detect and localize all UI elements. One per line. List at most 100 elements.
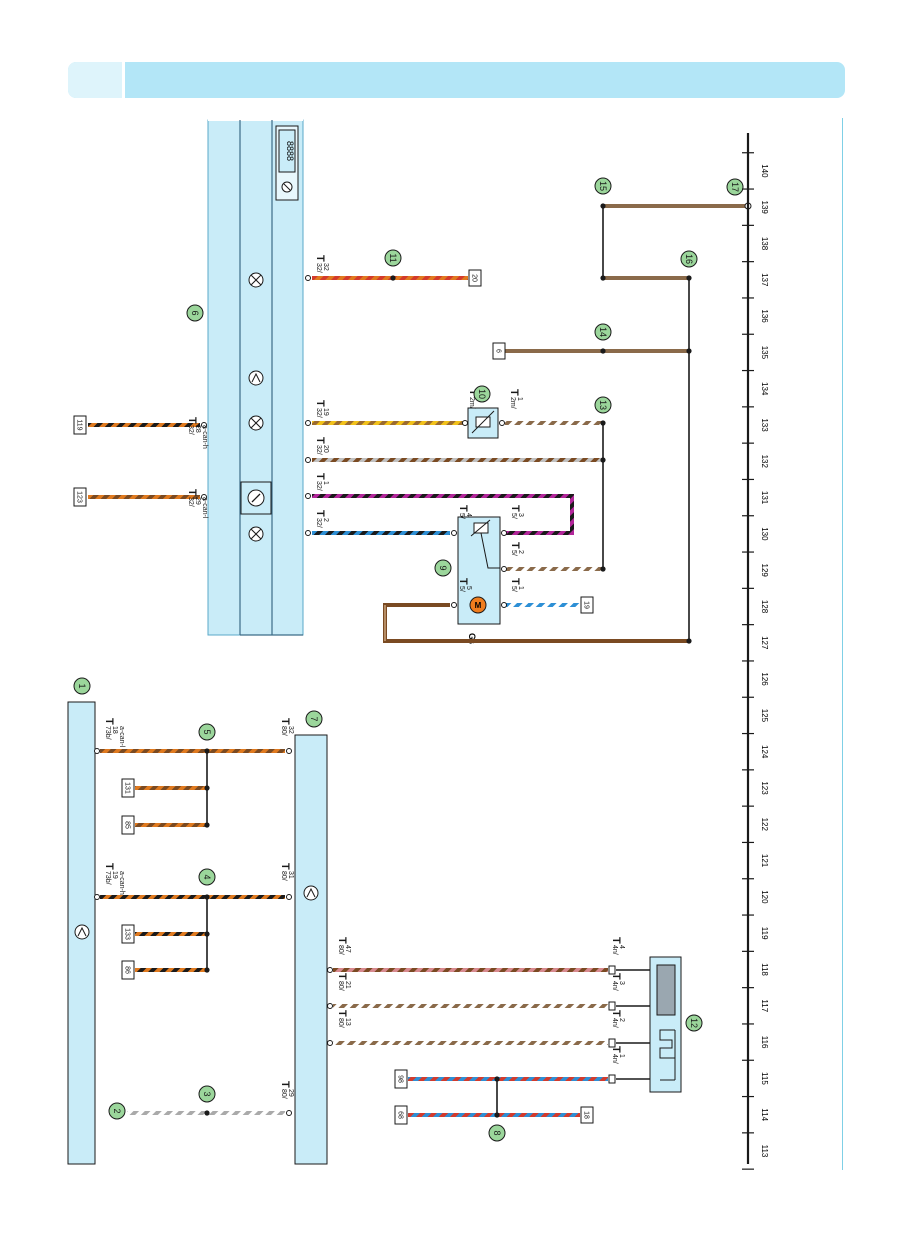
display-digits: 8888 [285,141,295,161]
ruler-label: 123 [760,781,769,795]
svg-text:133: 133 [124,928,131,940]
svg-text:T: T [103,718,115,725]
ruler-label: 140 [760,164,769,178]
callout-11: 11 [384,249,402,267]
callout-7: 7 [305,710,323,728]
pin-label-t73b-19: T 73b/ 19 a-can-h [103,863,125,895]
svg-text:T: T [457,578,469,585]
svg-text:2: 2 [112,1108,122,1113]
svg-text:9: 9 [438,565,448,570]
svg-text:80/: 80/ [337,1018,344,1028]
page-header-tab [68,62,125,98]
reference-boxes: 119 123 20 6 19 131 85 133 86 98 68 18 [73,269,594,1125]
pin-label-t32-1: T 32/ 1 [314,473,329,491]
ruler-label: 138 [760,237,769,251]
callout-17: 17 [726,178,744,196]
svg-text:32/: 32/ [315,445,322,455]
svg-text:123: 123 [76,491,83,503]
ruler-label: 122 [760,818,769,832]
svg-text:86: 86 [124,966,131,974]
ruler-label: 115 [760,1072,769,1085]
svg-text:6: 6 [190,310,200,315]
svg-text:T: T [103,863,115,870]
svg-text:T: T [509,505,521,512]
svg-text:6: 6 [495,349,502,353]
svg-text:5/: 5/ [458,513,465,519]
ruler-label: 125 [760,709,769,723]
svg-text:2: 2 [618,1018,625,1022]
ruler-label: 129 [760,564,769,578]
ruler-label: 121 [760,854,769,868]
pin-label-t80-32: T 80/ 32 [279,718,294,736]
ruler-label: 117 [760,999,769,1012]
pin-label-t5-3: T 5/ 3 [509,505,524,519]
svg-text:32/: 32/ [315,408,322,418]
svg-text:11: 11 [388,253,398,262]
svg-text:13: 13 [598,400,608,410]
reference-box-131: 131 [121,778,135,798]
pin-label-t32-32: T 32/ 32 [314,255,329,273]
svg-text:5/: 5/ [510,586,517,592]
svg-text:73b/: 73b/ [104,726,111,740]
callout-15: 15 [594,177,612,195]
svg-text:T: T [314,255,326,262]
svg-text:a-can-h: a-can-h [201,425,208,449]
svg-text:2m/: 2m/ [509,397,516,409]
control-unit-icon [303,885,319,901]
callout-14: 14 [594,323,612,341]
ruler-label: 118 [760,963,769,976]
pin-label-t32-28: T 32/ 28 a-can-h [186,417,208,449]
reference-box-86: 86 [121,960,135,980]
junction-dots [204,202,752,1118]
svg-text:a-can-l: a-can-l [201,497,208,519]
ruler-label: 135 [760,346,769,360]
svg-text:19: 19 [583,601,590,609]
reference-box-20: 20 [468,269,482,287]
pin-label-t5-2: T 5/ 2 [509,542,524,556]
callout-2: 2 [108,1102,126,1120]
svg-text:T: T [186,489,198,496]
svg-text:4: 4 [202,874,212,879]
svg-text:13: 13 [344,1018,351,1026]
ruler-label: 128 [760,600,769,614]
callout-5: 5 [198,723,216,741]
svg-text:T: T [279,863,291,870]
pin-label-t32-20: T 32/ 20 [314,437,329,455]
svg-text:80/: 80/ [280,726,287,736]
svg-text:10: 10 [477,389,487,399]
svg-text:a-can-h: a-can-h [118,871,125,895]
svg-text:98: 98 [397,1075,404,1083]
svg-text:29: 29 [287,1089,294,1097]
pin-label-t80-47: T 80/ 47 [336,937,351,955]
svg-text:28: 28 [194,425,201,433]
callout-12: 12 [685,1014,703,1032]
ruler-label: 133 [760,418,769,432]
reference-box-19: 19 [580,596,594,614]
pin-label-t4n-3: T 4n/ 3 [610,973,625,991]
svg-text:4n/: 4n/ [611,945,618,955]
pin-label-t5-5: T 5/ 5 [457,578,472,592]
svg-text:80/: 80/ [280,1089,287,1099]
svg-text:T: T [610,1046,622,1053]
pin-label-t5-1: T 5/ 1 [509,578,524,592]
pin-label-t80-21: T 80/ 21 [336,973,351,991]
ruler-label: 130 [760,527,769,541]
warning-lamp-icon [248,415,264,431]
module-7 [294,734,328,1165]
svg-text:T: T [336,937,348,944]
ruler-label: 137 [760,273,769,287]
page-header-bar [68,62,845,98]
pin-labels: T 32/ 28 a-can-h T 32/ 29 a-can-l T 32/ … [103,255,625,1099]
svg-text:5/: 5/ [510,513,517,519]
callouts: 1 2 3 4 5 6 7 8 9 10 11 12 13 14 15 16 1… [73,177,744,1142]
pin-label-t32-19: T 32/ 19 [314,400,329,418]
svg-text:18: 18 [583,1111,590,1119]
reference-box-123: 123 [73,487,87,507]
svg-text:2m/: 2m/ [468,397,475,409]
svg-text:4n/: 4n/ [611,1054,618,1064]
svg-text:T: T [314,473,326,480]
gauge-icon [240,481,272,515]
svg-text:20: 20 [471,274,478,282]
svg-text:85: 85 [124,821,131,829]
